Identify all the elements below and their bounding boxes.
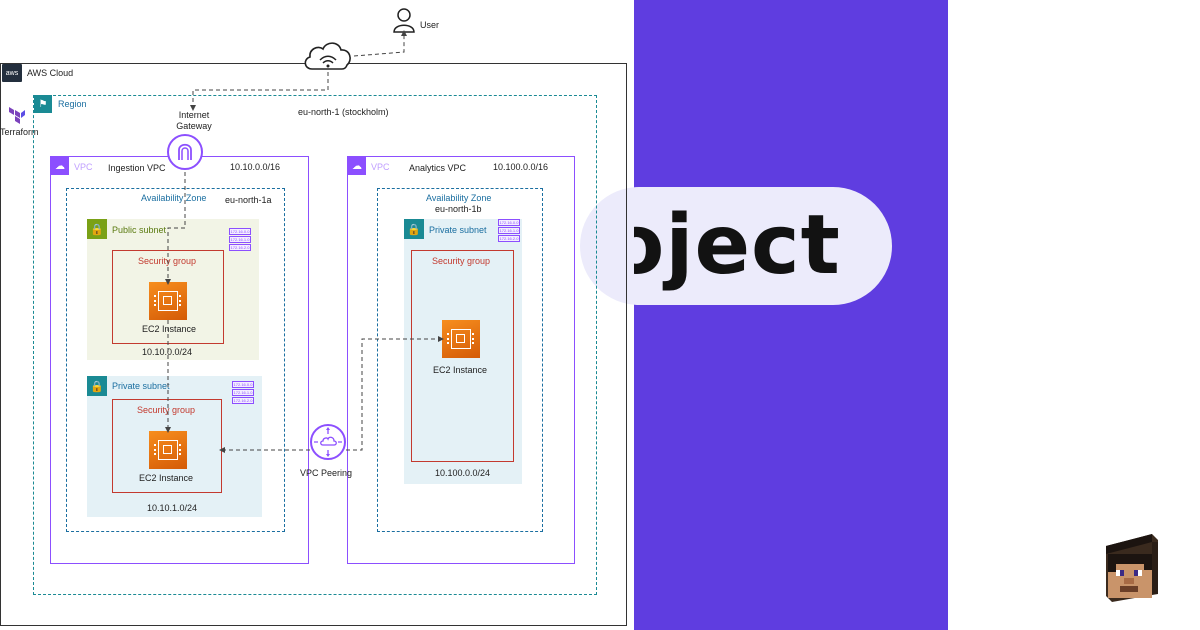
ingestion-private-security-group [112,399,222,493]
ingestion-public-subnet-cidr: 10.10.0.0/24 [142,347,193,357]
user-icon [393,8,415,33]
internet-cloud-icon [304,42,351,70]
ingestion-public-subnet-label: Public subnet [112,225,167,235]
analytics-private-subnet-label: Private subnet [429,225,487,235]
route-row: 172.16.0.0 [498,219,520,226]
ingestion-vpc-name: Ingestion VPC [108,163,166,173]
analytics-vpc-cidr: 10.100.0.0/16 [493,162,549,172]
analytics-vpc-name: Analytics VPC [409,163,467,173]
ingestion-private-subnet-label: Private subnet [112,381,170,391]
right-background [948,0,1200,630]
route-row: 172.16.2.0 [229,244,251,251]
ec2-instance-icon [149,431,187,469]
analytics-security-group [411,250,514,462]
route-row: 172.16.1.0 [498,227,520,234]
gateway-arch-icon [178,143,192,160]
ingestion-public-instance-label: EC2 Instance [142,324,197,334]
route-row: 172.16.2.0 [498,235,520,242]
analytics-az-label: Availability Zone [426,193,492,203]
ingestion-vpc-cloud-icon: ☁ [51,157,69,175]
internet-gateway-icon [167,134,203,170]
avatar [1106,534,1158,602]
ingestion-private-sg-label: Security group [137,405,196,415]
ingestion-public-sg-label: Security group [138,256,197,266]
route-row: 172.16.1.0 [232,389,254,396]
ingestion-az [66,188,285,532]
route-table-icon: 172.16.0.0 172.16.1.0 172.16.2.0 [229,228,251,251]
private-subnet-lock-icon: 🔒 [404,219,424,239]
ingestion-az-label: Availability Zone [141,193,207,203]
aws-cloud-label: AWS Cloud [27,68,74,78]
ec2-instance-icon [442,320,480,358]
analytics-sg-label: Security group [432,256,491,266]
analytics-az-name: eu-north-1b [435,204,482,214]
banner-title-clip: oject [634,188,884,304]
public-subnet-lock-icon: 🔒 [87,219,107,239]
route-table-icon: 172.16.0.0 172.16.1.0 172.16.2.0 [498,219,520,242]
igw-label-line2: Gateway [176,121,212,131]
analytics-vpc-cloud-icon: ☁ [348,157,366,175]
analytics-vpc-tag: VPC [371,162,390,172]
aws-logo-icon: aws [2,64,22,82]
route-row: 172.16.0.0 [232,381,254,388]
analytics-subnet-cidr: 10.100.0.0/24 [435,468,491,478]
ec2-instance-icon [149,282,187,320]
route-row: 172.16.2.0 [232,397,254,404]
banner-pill [580,187,892,305]
vpc-peering-label: VPC Peering [300,468,353,478]
terraform-label: Terraform [0,127,39,137]
analytics-instance-label: EC2 Instance [433,365,488,375]
terraform-icon [9,107,25,124]
banner-panel [634,0,948,630]
region-flag-icon: ⚑ [34,95,52,113]
user-label: User [420,20,440,30]
route-row: 172.16.0.0 [229,228,251,235]
connection-lines [165,30,444,453]
analytics-az [377,188,543,532]
region-label: Region [58,99,87,109]
chip-icon [154,440,181,460]
region-boundary [33,95,597,595]
route-row: 172.16.1.0 [229,236,251,243]
banner-title: oject [634,198,841,293]
ingestion-vpc-tag: VPC [74,162,93,172]
ingestion-az-name: eu-north-1a [225,195,272,205]
private-subnet-lock-icon: 🔒 [87,376,107,396]
route-table-icon: 172.16.0.0 172.16.1.0 172.16.2.0 [232,381,254,404]
peering-cloud-icon [314,427,342,457]
chip-icon [154,291,181,311]
ingestion-private-subnet-cidr: 10.10.1.0/24 [147,503,198,513]
ingestion-vpc-cidr: 10.10.0.0/16 [230,162,281,172]
chip-icon [447,329,474,349]
vpc-peering-icon [310,424,346,460]
aws-logo-text: aws [5,69,19,77]
region-name: eu-north-1 (stockholm) [298,107,389,117]
analytics-vpc [347,156,575,564]
igw-label-line1: Internet [178,110,210,120]
ingestion-private-instance-label: EC2 Instance [139,473,194,483]
